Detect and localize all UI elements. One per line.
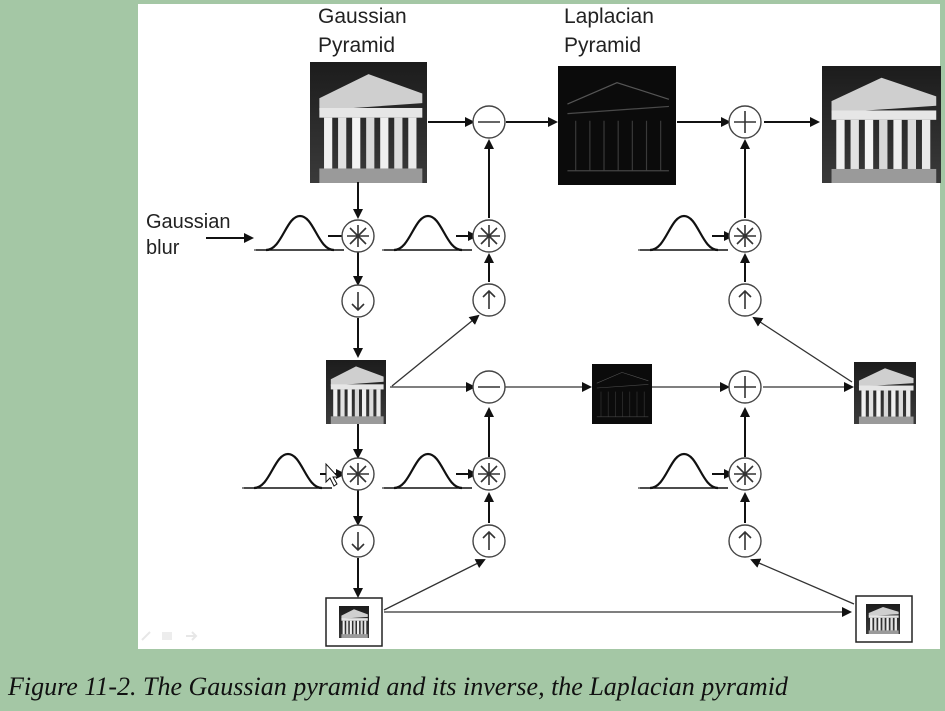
upsample-icon bbox=[728, 283, 762, 317]
convolve-icon bbox=[472, 219, 506, 253]
upsample-icon bbox=[472, 524, 506, 558]
reconstructed-level-1-image bbox=[854, 362, 916, 424]
blur-kernel-icon bbox=[380, 214, 478, 252]
gaussian-level-0-image bbox=[310, 62, 427, 183]
laplacian-pyramid-label-line1: Laplacian bbox=[564, 5, 654, 28]
reconstructed-level-0-image bbox=[822, 66, 941, 183]
figure-caption: Figure 11-2. The Gaussian pyramid and it… bbox=[8, 672, 788, 701]
cursor-icon bbox=[325, 462, 340, 487]
convolve-icon bbox=[341, 219, 375, 253]
convolve-icon bbox=[341, 457, 375, 491]
blur-kernel-icon bbox=[636, 214, 734, 252]
subtract-icon bbox=[472, 105, 506, 139]
gaussian-pyramid-label-line2: Pyramid bbox=[318, 34, 395, 57]
gaussian-pyramid-label-line1: Gaussian bbox=[318, 5, 407, 28]
laplacian-pyramid-label-line2: Pyramid bbox=[564, 34, 641, 57]
add-icon bbox=[728, 105, 762, 139]
blur-kernel-icon bbox=[380, 452, 478, 490]
convolve-icon bbox=[728, 219, 762, 253]
add-icon bbox=[728, 370, 762, 404]
diagram-canvas bbox=[138, 4, 940, 649]
convolve-icon bbox=[728, 457, 762, 491]
reconstructed-level-2-image bbox=[866, 604, 900, 634]
downsample-icon bbox=[341, 524, 375, 558]
laplacian-level-0-image bbox=[557, 65, 677, 186]
gaussian-level-2-image bbox=[339, 606, 369, 638]
gaussian-blur-label-line2: blur bbox=[146, 237, 180, 259]
blur-kernel-icon bbox=[252, 214, 354, 252]
upsample-icon bbox=[728, 524, 762, 558]
convolve-icon bbox=[472, 457, 506, 491]
gaussian-blur-label-line1: Gaussian bbox=[146, 211, 231, 233]
laplacian-level-1-image bbox=[591, 363, 653, 425]
blur-kernel-icon bbox=[636, 452, 734, 490]
gaussian-level-1-image bbox=[326, 360, 386, 424]
upsample-icon bbox=[472, 283, 506, 317]
slide-controls-icon[interactable] bbox=[141, 631, 198, 641]
subtract-icon bbox=[472, 370, 506, 404]
downsample-icon bbox=[341, 284, 375, 318]
